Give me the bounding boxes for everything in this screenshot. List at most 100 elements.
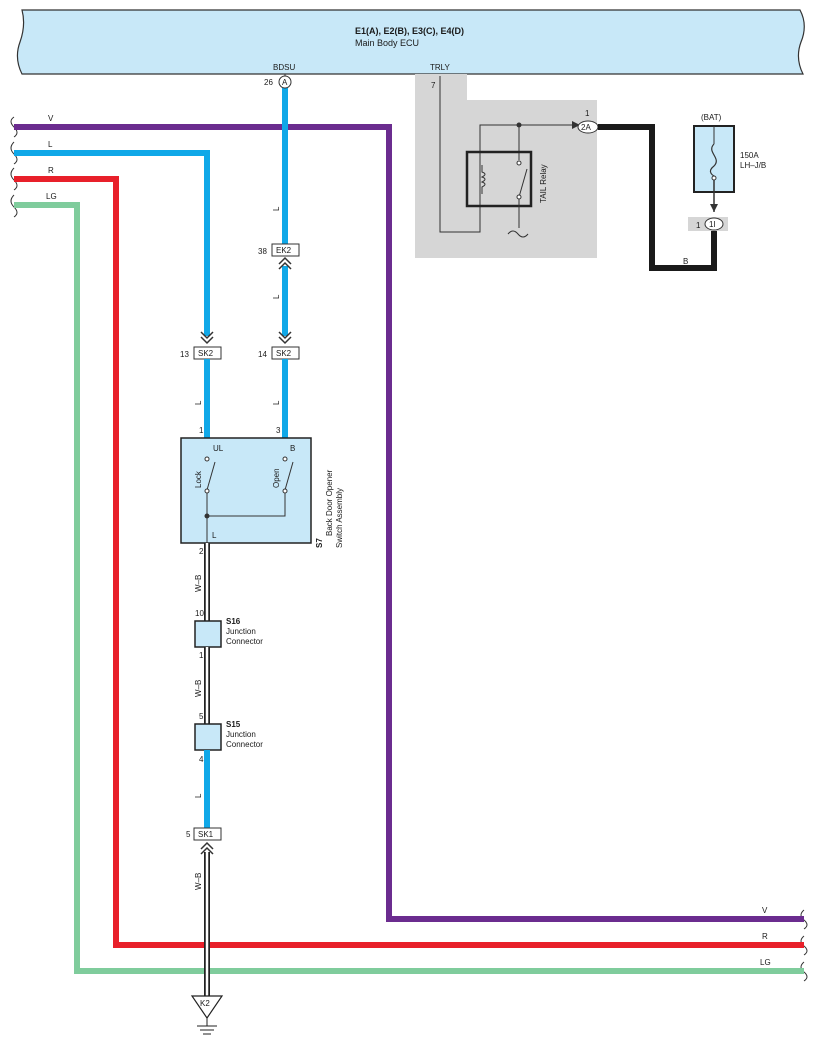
wire-l-label-b: L bbox=[272, 294, 281, 299]
fuse-arrow-icon bbox=[710, 204, 718, 212]
relay-connector-label: 2A bbox=[581, 123, 591, 132]
ecu-pin-trly-label: TRLY bbox=[430, 63, 451, 72]
bdsu-pin-number: 26 bbox=[264, 78, 273, 87]
wire-wb-label-3: W–B bbox=[194, 873, 203, 890]
sk1-mating-chevron-icon bbox=[200, 841, 214, 855]
wire-v-label-right: V bbox=[762, 906, 768, 915]
wire-v[interactable] bbox=[14, 124, 804, 922]
relay-wiring bbox=[439, 76, 580, 233]
sk2-13-chevron-icon bbox=[200, 331, 214, 345]
relay-pin-number: 1 bbox=[585, 109, 590, 118]
switch-pin-ul-number: 1 bbox=[199, 426, 204, 435]
ground-triangle bbox=[190, 995, 224, 1020]
wire-l-label-e: L bbox=[194, 793, 203, 798]
s15-box bbox=[194, 723, 222, 751]
bdsu-connector[interactable]: 26 A bbox=[264, 74, 292, 89]
ecu-box bbox=[16, 9, 805, 75]
wire-v-label-left: V bbox=[48, 114, 54, 123]
wire-r-label-left: R bbox=[48, 166, 54, 175]
ek2-box bbox=[271, 243, 300, 257]
wire-wb-label-2: W–B bbox=[194, 680, 203, 697]
connector-ek2[interactable]: 38 EK2 bbox=[258, 243, 300, 270]
bdsu-connector-label: A bbox=[282, 78, 288, 87]
s15-line1: Junction bbox=[226, 730, 256, 739]
switch-pin-l-number: 2 bbox=[199, 547, 204, 556]
sk1-box bbox=[193, 827, 222, 841]
relay-contact-bottom bbox=[516, 194, 522, 200]
switch-junction-dot bbox=[204, 513, 210, 519]
wire-l-label-d: L bbox=[272, 400, 281, 405]
s16-line2: Connector bbox=[226, 637, 263, 646]
tail-relay-area[interactable]: 7 TAIL Relay 1 2A bbox=[415, 74, 599, 258]
connector-sk2-pin14[interactable]: 14 SK2 bbox=[258, 331, 300, 360]
s16-line1: Junction bbox=[226, 627, 256, 636]
ek2-label: EK2 bbox=[276, 246, 292, 255]
fuse-connector-label: 1I bbox=[709, 220, 716, 229]
relay-arrow-icon bbox=[572, 121, 580, 129]
back-door-opener-switch[interactable]: 1 3 UL B Lock Open L 2 S7 Back Door Open… bbox=[180, 426, 344, 556]
switch-name-line2: Switch Assembly bbox=[335, 488, 344, 548]
s16-pin-top: 10 bbox=[195, 609, 204, 618]
wire-r-label-right: R bbox=[762, 932, 768, 941]
switch-pin-l-label: L bbox=[212, 531, 217, 540]
fuse-pin-number: 1 bbox=[696, 221, 701, 230]
fuse-element-icon bbox=[709, 143, 717, 177]
wire-lg-label-left: LG bbox=[46, 192, 57, 201]
switch-id: S7 bbox=[315, 538, 324, 548]
ecu-subtitle: Main Body ECU bbox=[355, 38, 419, 48]
junction-connector-s15[interactable]: 5 4 S15 Junction Connector bbox=[194, 712, 263, 764]
sk1-pin-number: 5 bbox=[186, 830, 191, 839]
relay-shade bbox=[415, 74, 467, 102]
relay-contact-top bbox=[516, 160, 522, 166]
fuse-source-label: (BAT) bbox=[701, 113, 722, 122]
sk2-14-pin-number: 14 bbox=[258, 350, 267, 359]
sk2-14-label: SK2 bbox=[276, 349, 292, 358]
switch-name-line1: Back Door Opener bbox=[325, 469, 334, 536]
sk2-13-label: SK2 bbox=[198, 349, 214, 358]
s16-id: S16 bbox=[226, 617, 241, 626]
ek2-pin-number: 38 bbox=[258, 247, 267, 256]
wire-b[interactable] bbox=[598, 124, 717, 271]
s15-line2: Connector bbox=[226, 740, 263, 749]
switch-pin-ul-label: UL bbox=[213, 444, 224, 453]
ecu-pin-bdsu-label: BDSU bbox=[273, 63, 295, 72]
wire-l-label-c: L bbox=[194, 400, 203, 405]
ecu-title: E1(A), E2(B), E3(C), E4(D) bbox=[355, 26, 464, 36]
wire-r[interactable] bbox=[14, 176, 804, 948]
open-contact-top bbox=[282, 456, 288, 462]
s15-id: S15 bbox=[226, 720, 241, 729]
s16-pin-bottom: 1 bbox=[199, 651, 204, 660]
wire-lg[interactable] bbox=[14, 202, 804, 974]
relay-body bbox=[465, 150, 533, 208]
wire-wb-label-1: W–B bbox=[194, 575, 203, 592]
open-switch-arm bbox=[284, 461, 294, 491]
relay-coil-symbol bbox=[480, 165, 486, 194]
fuse-rating: 150A bbox=[740, 151, 759, 160]
relay-label: TAIL Relay bbox=[539, 164, 548, 203]
lock-contact-top bbox=[204, 456, 210, 462]
wire-lg-label-right: LG bbox=[760, 958, 771, 967]
ek2-mating-chevron-icon bbox=[278, 256, 292, 270]
wire-l-left[interactable] bbox=[14, 150, 210, 336]
fuse-terminal bbox=[711, 175, 717, 181]
ground-k2-label: K2 bbox=[200, 999, 210, 1008]
lock-contact-bottom bbox=[204, 488, 210, 494]
switch-pin-b-label: B bbox=[290, 444, 295, 453]
main-body-ecu[interactable]: E1(A), E2(B), E3(C), E4(D) Main Body ECU… bbox=[16, 9, 805, 75]
connector-sk1[interactable]: 5 SK1 bbox=[186, 827, 222, 855]
trly-pin-number: 7 bbox=[431, 81, 436, 90]
relay-shade-main bbox=[415, 100, 597, 258]
ground-k2[interactable]: K2 bbox=[190, 995, 224, 1035]
s16-box bbox=[194, 620, 222, 648]
switch-pin-b-number: 3 bbox=[276, 426, 281, 435]
open-label: Open bbox=[272, 468, 281, 488]
fuse-block[interactable]: (BAT) 150A LH–J/B 1 1I bbox=[688, 113, 766, 231]
s15-pin-bottom: 4 bbox=[199, 755, 204, 764]
switch-box bbox=[180, 437, 312, 544]
fuse-name: LH–J/B bbox=[740, 161, 766, 170]
bdsu-connector-circle bbox=[278, 75, 292, 89]
connector-sk2-pin13[interactable]: 13 SK2 bbox=[180, 331, 222, 360]
fuse-connector-1i[interactable] bbox=[704, 217, 724, 231]
s15-pin-top: 5 bbox=[199, 712, 204, 721]
